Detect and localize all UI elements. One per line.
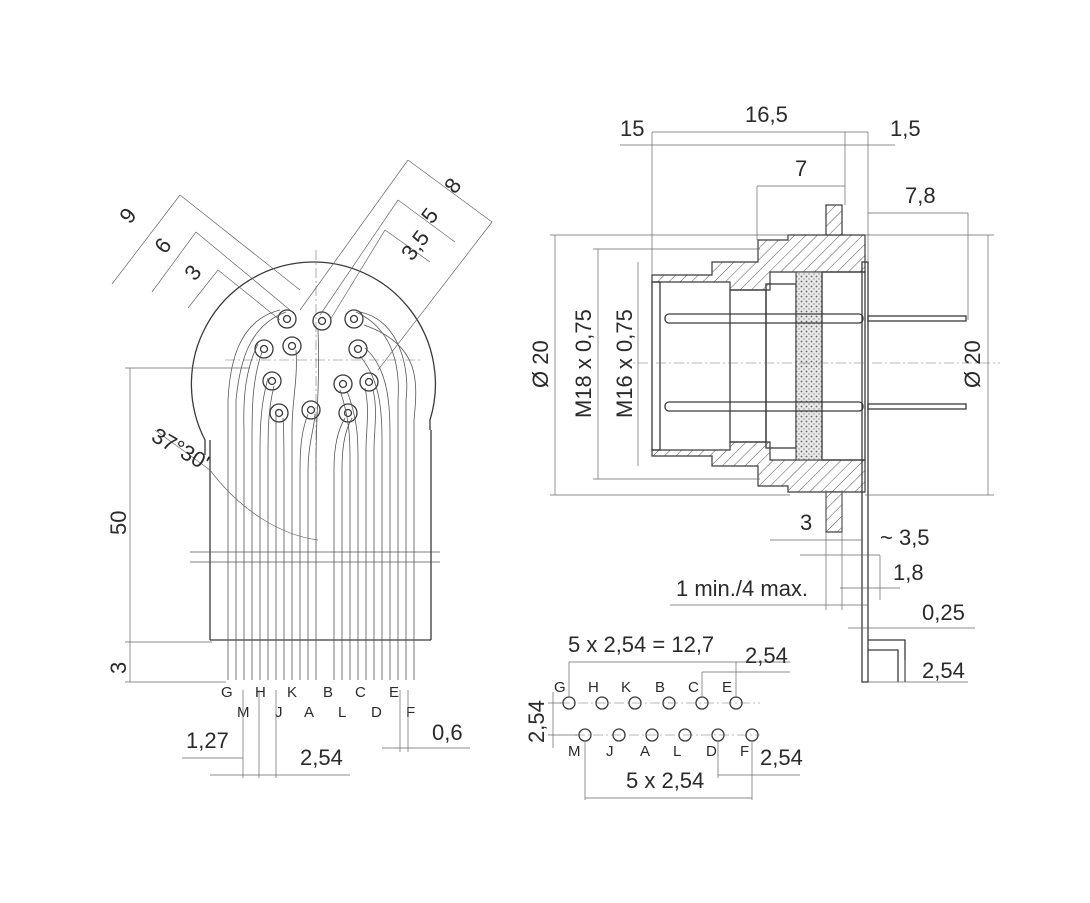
contact-holes <box>254 309 379 423</box>
panel-top <box>825 204 843 236</box>
fp-label-G: G <box>554 679 566 696</box>
pin-label-B: B <box>323 684 333 701</box>
dim-label-2-54: 2,54 <box>922 658 965 683</box>
diag-dims-left: 9 6 3 <box>111 194 301 321</box>
panel-bottom <box>825 491 843 533</box>
pcb-plate <box>861 261 869 683</box>
fp-dim-right-bottom: 2,54 <box>760 745 803 770</box>
dim-label-7: 7 <box>795 156 807 181</box>
dim-label-0-25: 0,25 <box>922 600 965 625</box>
footprint-labels-top: G H K B C E <box>554 679 732 696</box>
dim-label-9: 9 <box>114 203 141 228</box>
dim-label-5: 5 <box>416 203 443 228</box>
side-contacts <box>664 313 967 412</box>
fp-label-B: B <box>655 679 665 696</box>
pin-labels-row2: M A L D F <box>237 704 415 721</box>
potting-compound <box>795 271 823 461</box>
dim-label-min-max: 1 min./4 max. <box>676 576 808 601</box>
housing-bottom-section <box>651 441 866 493</box>
fp-label-A: A <box>640 743 650 760</box>
rear-chamber <box>821 271 866 461</box>
bent-pin <box>868 639 906 682</box>
dim-label-angle: 37°30' <box>148 423 214 476</box>
side-view: 15 16,5 1,5 7 7,8 Ø 20 M18 x 0,75 M16 x … <box>528 102 1000 683</box>
dim-label-3-5: 3,5 <box>396 226 434 265</box>
pin-label-F: F <box>406 704 415 721</box>
fp-label-K: K <box>621 679 631 696</box>
housing-left-face <box>651 281 661 451</box>
pin-label-D: D <box>371 704 382 721</box>
dim-label-1-8: 1,8 <box>893 560 924 585</box>
pin-label-G: G <box>221 684 233 701</box>
housing-outline <box>190 261 437 455</box>
diag-dims-right: 8 5 3,5 <box>299 159 493 371</box>
fp-dim-left: 2,54 <box>524 700 549 743</box>
fp-dim-right-top: 2,54 <box>745 643 788 668</box>
insert-flange <box>765 283 797 449</box>
housing-top-section <box>651 234 866 291</box>
fp-label-F: F <box>740 743 749 760</box>
dim-label-2-54: 2,54 <box>300 745 343 770</box>
dim-label-0-6: 0,6 <box>432 720 463 745</box>
fp-label-L: L <box>673 743 681 760</box>
pin-label-A: A <box>304 704 314 721</box>
dim-label-15: 15 <box>620 116 644 141</box>
fp-label-D: D <box>706 743 717 760</box>
dim-label-3-bottom: 3 <box>106 662 131 674</box>
fp-label-M: M <box>568 743 581 760</box>
front-view: G H J K B C E M A L D F 50 3 37°30' <box>106 159 493 778</box>
insert-body <box>729 289 767 443</box>
fp-dim-top: 5 x 2,54 = 12,7 <box>568 632 714 657</box>
dim-label-3-top: 3 <box>179 260 206 285</box>
dim-label-1-5: 1,5 <box>890 116 921 141</box>
fp-label-J: J <box>606 743 614 760</box>
pin-label-J: J <box>275 704 283 721</box>
dim-label-m18: M18 x 0,75 <box>571 309 596 418</box>
fp-label-C: C <box>688 679 699 696</box>
pin-label-C: C <box>355 684 366 701</box>
bent-leads <box>227 309 417 680</box>
dim-label-3-5: ~ 3,5 <box>880 525 930 550</box>
footprint-holes <box>562 696 759 742</box>
dim-label-7-8: 7,8 <box>905 183 936 208</box>
pin-labels-row1: G H J K B C E <box>221 684 399 721</box>
dim-label-16-5: 16,5 <box>745 102 788 127</box>
angle-arc <box>209 469 319 541</box>
bottom-dims-left: 1,27 2,54 0,6 <box>182 690 470 778</box>
footprint: G H K B C E M J A L D F 5 x 2,54 = 12,7 … <box>524 632 803 800</box>
dim-label-dia20-left: Ø 20 <box>528 340 553 388</box>
dim-label-1-27: 1,27 <box>186 728 229 753</box>
dim-label-8: 8 <box>439 173 466 198</box>
dim-label-m16: M16 x 0,75 <box>612 309 637 418</box>
pin-label-E: E <box>389 684 399 701</box>
dim-label-3: 3 <box>800 510 812 535</box>
pin-label-L: L <box>338 704 346 721</box>
fp-dim-bottom: 5 x 2,54 <box>626 768 704 793</box>
dim-label-6: 6 <box>149 233 176 258</box>
pin-label-H: H <box>255 684 266 701</box>
dim-label-50: 50 <box>106 511 131 535</box>
dim-label-dia20-right: Ø 20 <box>960 340 985 388</box>
footprint-labels-bottom: M J A L D F <box>568 743 749 760</box>
pin-label-K: K <box>287 684 297 701</box>
fp-label-E: E <box>722 679 732 696</box>
fp-label-H: H <box>588 679 599 696</box>
